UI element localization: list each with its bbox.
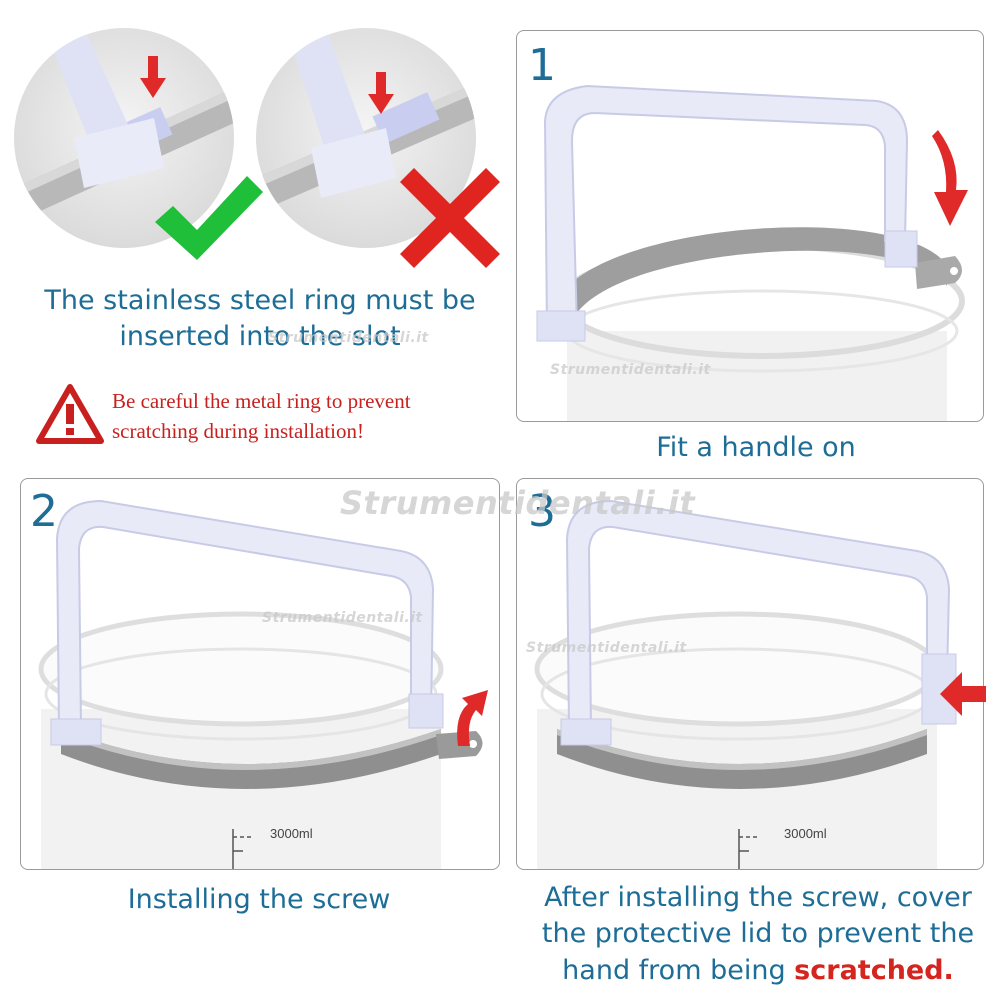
step1-panel: [516, 30, 984, 422]
correct-insertion-photo: [14, 28, 234, 248]
arrow-down-icon: [140, 56, 166, 98]
step3-panel: [516, 478, 984, 870]
watermark-small-mid: Strumentidentali.it: [262, 610, 423, 626]
step2-caption: Installing the screw: [127, 884, 391, 915]
wrong-insertion-photo: [256, 28, 476, 248]
arrow-down-icon: [368, 72, 394, 114]
step3-measure-label: 3000ml: [784, 826, 827, 841]
check-mark-icon: [155, 176, 263, 260]
ring-instruction-caption: The stainless steel ring must be inserte…: [44, 285, 476, 353]
watermark-small-right: Strumentidentali.it: [526, 640, 687, 656]
step2-panel: [20, 478, 500, 870]
curved-arrow-up-icon: [457, 690, 488, 746]
scratched-emphasis: scratched.: [794, 954, 954, 986]
warning-triangle-icon: [36, 384, 104, 444]
step2-measure-label: 3000ml: [270, 826, 313, 841]
watermark-small-left: Strumentidentali.it: [268, 330, 429, 346]
step1-caption: Fit a handle on: [656, 432, 856, 463]
arrow-down-icon: [932, 130, 968, 226]
arrow-left-icon: [940, 672, 986, 716]
step2-number: 2: [30, 486, 58, 537]
step1-number: 1: [528, 40, 556, 91]
watermark-small: Strumentidentali.it: [550, 362, 711, 378]
step3-number: 3: [528, 486, 556, 537]
warning-text: Be careful the metal ring to prevent scr…: [112, 389, 411, 444]
cross-mark-icon: [400, 168, 500, 268]
step3-caption: After installing the screw, cover the pr…: [541, 882, 975, 986]
watermark-large: Strumentidentali.it: [340, 484, 696, 522]
